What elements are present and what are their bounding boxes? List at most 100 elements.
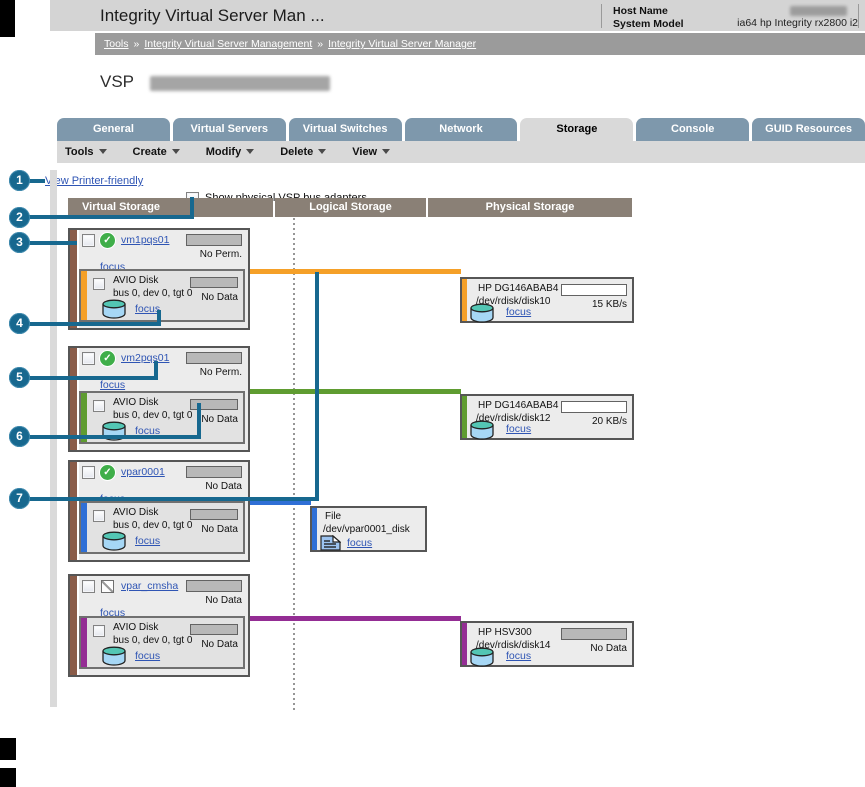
status-ok-icon: ✓ [100, 233, 115, 248]
disk-path: /dev/rdisk/disk10 [476, 296, 551, 307]
breadcrumb-link-tools[interactable]: Tools [104, 38, 129, 50]
column-header-physical-storage: Physical Storage [428, 198, 632, 217]
column-header-logical-storage: Logical Storage [275, 198, 426, 217]
window-edge-artifact [0, 738, 16, 760]
disk-icon [102, 299, 126, 319]
disk-path: /dev/rdisk/disk12 [476, 413, 551, 424]
server-checkbox[interactable] [82, 466, 95, 479]
view-printer-friendly-link[interactable]: View Printer-friendly [45, 175, 144, 187]
status-unknown-icon [101, 580, 114, 593]
header-divider [601, 4, 602, 28]
physical-disk-card-disk12: HP DG146ABAB4 /dev/rdisk/disk12 20 KB/s … [460, 394, 634, 440]
disk-focus-link[interactable]: focus [135, 535, 161, 547]
disk-focus-link[interactable]: focus [506, 306, 532, 318]
connector-blue [247, 501, 311, 505]
app-title: Integrity Virtual Server Man ... [100, 6, 325, 25]
disk-checkbox[interactable] [93, 400, 105, 412]
disk-checkbox[interactable] [93, 278, 105, 290]
file-focus-link[interactable]: focus [347, 537, 373, 549]
tab-general[interactable]: General [57, 118, 170, 141]
disk-type: AVIO Disk [113, 397, 159, 408]
server-name-link[interactable]: vm2pqs01 [121, 352, 170, 364]
title-band [50, 0, 865, 31]
system-model-label: System Model [613, 18, 684, 30]
tab-console[interactable]: Console [636, 118, 750, 141]
utilization-meter [561, 284, 627, 296]
disk-icon [102, 531, 126, 551]
disk-model: HP DG146ABAB4 [478, 283, 559, 294]
meter-label: No Perm. [199, 367, 242, 378]
callout-badge-7: 7 [9, 488, 30, 509]
tab-storage[interactable]: Storage [520, 118, 634, 141]
server-name-link[interactable]: vpar0001 [121, 466, 165, 478]
utilization-meter [561, 628, 627, 640]
menu-modify[interactable]: Modify [206, 146, 255, 158]
server-name-link[interactable]: vpar_cmsha [121, 580, 179, 592]
disk-focus-link[interactable]: focus [506, 423, 532, 435]
breadcrumb-link-manager[interactable]: Integrity Virtual Server Manager [328, 38, 477, 50]
chevron-down-icon [246, 149, 255, 154]
disk-icon [470, 303, 494, 323]
server-focus-link[interactable]: focus [100, 379, 126, 391]
virtual-server-card-vpar_cmsha: vpar_cmsha No Data focus AVIO Disk bus 0… [68, 574, 250, 677]
disk-focus-link[interactable]: focus [506, 650, 532, 662]
server-stripe [70, 576, 79, 675]
server-stripe [70, 230, 79, 328]
physical-disk-card-disk14: HP HSV300 /dev/rdisk/disk14 No Data focu… [460, 621, 634, 667]
connector-orange [248, 269, 461, 274]
tab-network[interactable]: Network [404, 118, 518, 141]
callout-line-4 [157, 310, 161, 326]
disk-path: /dev/rdisk/disk14 [476, 640, 551, 651]
meter-label: 20 KB/s [591, 416, 627, 427]
callout-badge-4: 4 [9, 313, 30, 334]
menu-tools[interactable]: Tools [65, 146, 107, 158]
server-checkbox[interactable] [82, 580, 95, 593]
avio-disk-card: AVIO Disk bus 0, dev 0, tgt 0 No Data fo… [79, 269, 245, 322]
callout-line-7 [315, 272, 319, 501]
avio-disk-card: AVIO Disk bus 0, dev 0, tgt 0 No Data fo… [79, 501, 245, 554]
meter-label: No Perm. [199, 249, 242, 260]
logical-path: /dev/vpar0001_disk [323, 524, 410, 535]
disk-focus-link[interactable]: focus [135, 425, 161, 437]
disk-icon [102, 646, 126, 666]
disk-stripe [81, 393, 87, 442]
disk-stripe [81, 271, 87, 320]
status-ok-icon: ✓ [100, 465, 115, 480]
disk-focus-link[interactable]: focus [135, 650, 161, 662]
disk-model: HP DG146ABAB4 [478, 400, 559, 411]
utilization-meter [190, 624, 238, 635]
server-stripe [70, 348, 79, 450]
disk-type: AVIO Disk [113, 275, 159, 286]
disk-type: AVIO Disk [113, 622, 159, 633]
utilization-meter [190, 509, 238, 520]
callout-line-5 [154, 361, 158, 380]
meter-label: No Data [201, 414, 238, 425]
callout-line-7 [29, 497, 319, 501]
tab-virtual-servers[interactable]: Virtual Servers [172, 118, 286, 141]
disk-type: AVIO Disk [113, 507, 159, 518]
callout-line-3 [29, 241, 77, 245]
server-name-link[interactable]: vm1pqs01 [121, 234, 170, 246]
page-title: VSP [100, 72, 135, 91]
server-checkbox[interactable] [82, 234, 95, 247]
disk-checkbox[interactable] [93, 625, 105, 637]
meter-label: No Data [205, 595, 242, 606]
menu-view[interactable]: View [352, 146, 391, 158]
tab-virtual-switches[interactable]: Virtual Switches [288, 118, 402, 141]
file-stripe [312, 508, 317, 550]
callout-line-4 [29, 322, 161, 326]
server-checkbox[interactable] [82, 352, 95, 365]
utilization-meter [186, 352, 242, 364]
connector-purple [248, 616, 461, 621]
window-edge-artifact [0, 768, 16, 787]
breadcrumb-link-ivsm[interactable]: Integrity Virtual Server Management [144, 38, 313, 50]
tab-guid-resources[interactable]: GUID Resources [752, 118, 865, 141]
menu-delete[interactable]: Delete [280, 146, 327, 158]
system-model-value: ia64 hp Integrity rx2800 i2 [737, 17, 858, 29]
menu-create[interactable]: Create [133, 146, 180, 158]
callout-line-6 [29, 435, 201, 439]
callout-line-2 [29, 215, 192, 219]
disk-address: bus 0, dev 0, tgt 0 [113, 520, 193, 531]
disk-checkbox[interactable] [93, 510, 105, 522]
disk-focus-link[interactable]: focus [135, 303, 161, 315]
